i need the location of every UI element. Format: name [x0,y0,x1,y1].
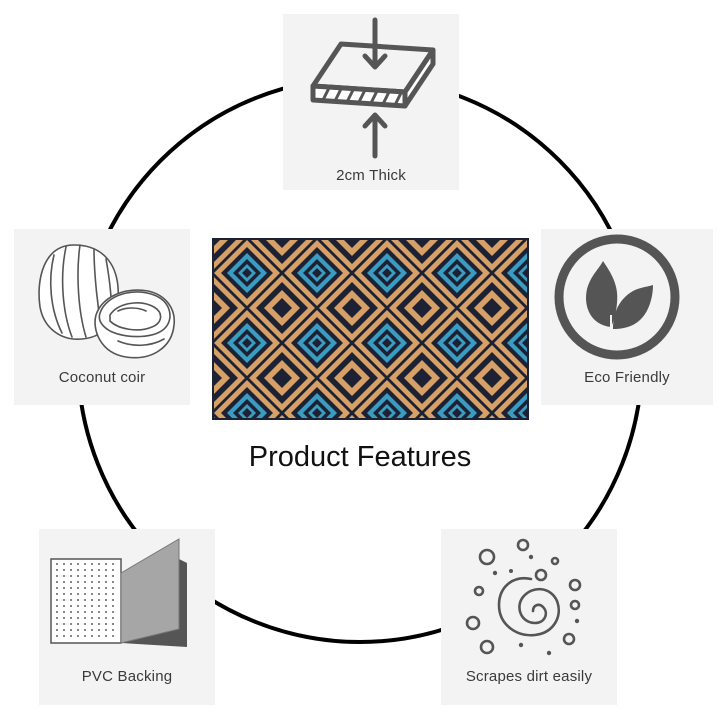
feature-label-scrape: Scrapes dirt easily [465,668,593,685]
compressed-layer-icon [310,17,436,159]
feature-card-scrape: Scrapes dirt easily [441,529,617,705]
feature-card-thick: 2cm Thick [283,14,459,190]
feature-card-pvc: PVC Backing [39,529,215,705]
page-title: Product Features [248,441,472,473]
backing-layers-icon [50,538,187,647]
feature-label-coir: Coconut coir [58,369,146,386]
leaf-circle-icon [554,234,680,360]
dirt-swirl-icon [465,538,582,656]
feature-label-eco: Eco Friendly [584,369,670,386]
coconut-icon [38,244,175,359]
feature-label-thick: 2cm Thick [336,167,406,184]
feature-card-eco: Eco Friendly [541,229,713,405]
doormat-image [212,238,529,420]
feature-label-pvc: PVC Backing [81,668,173,685]
feature-card-coir: Coconut coir [14,229,190,405]
